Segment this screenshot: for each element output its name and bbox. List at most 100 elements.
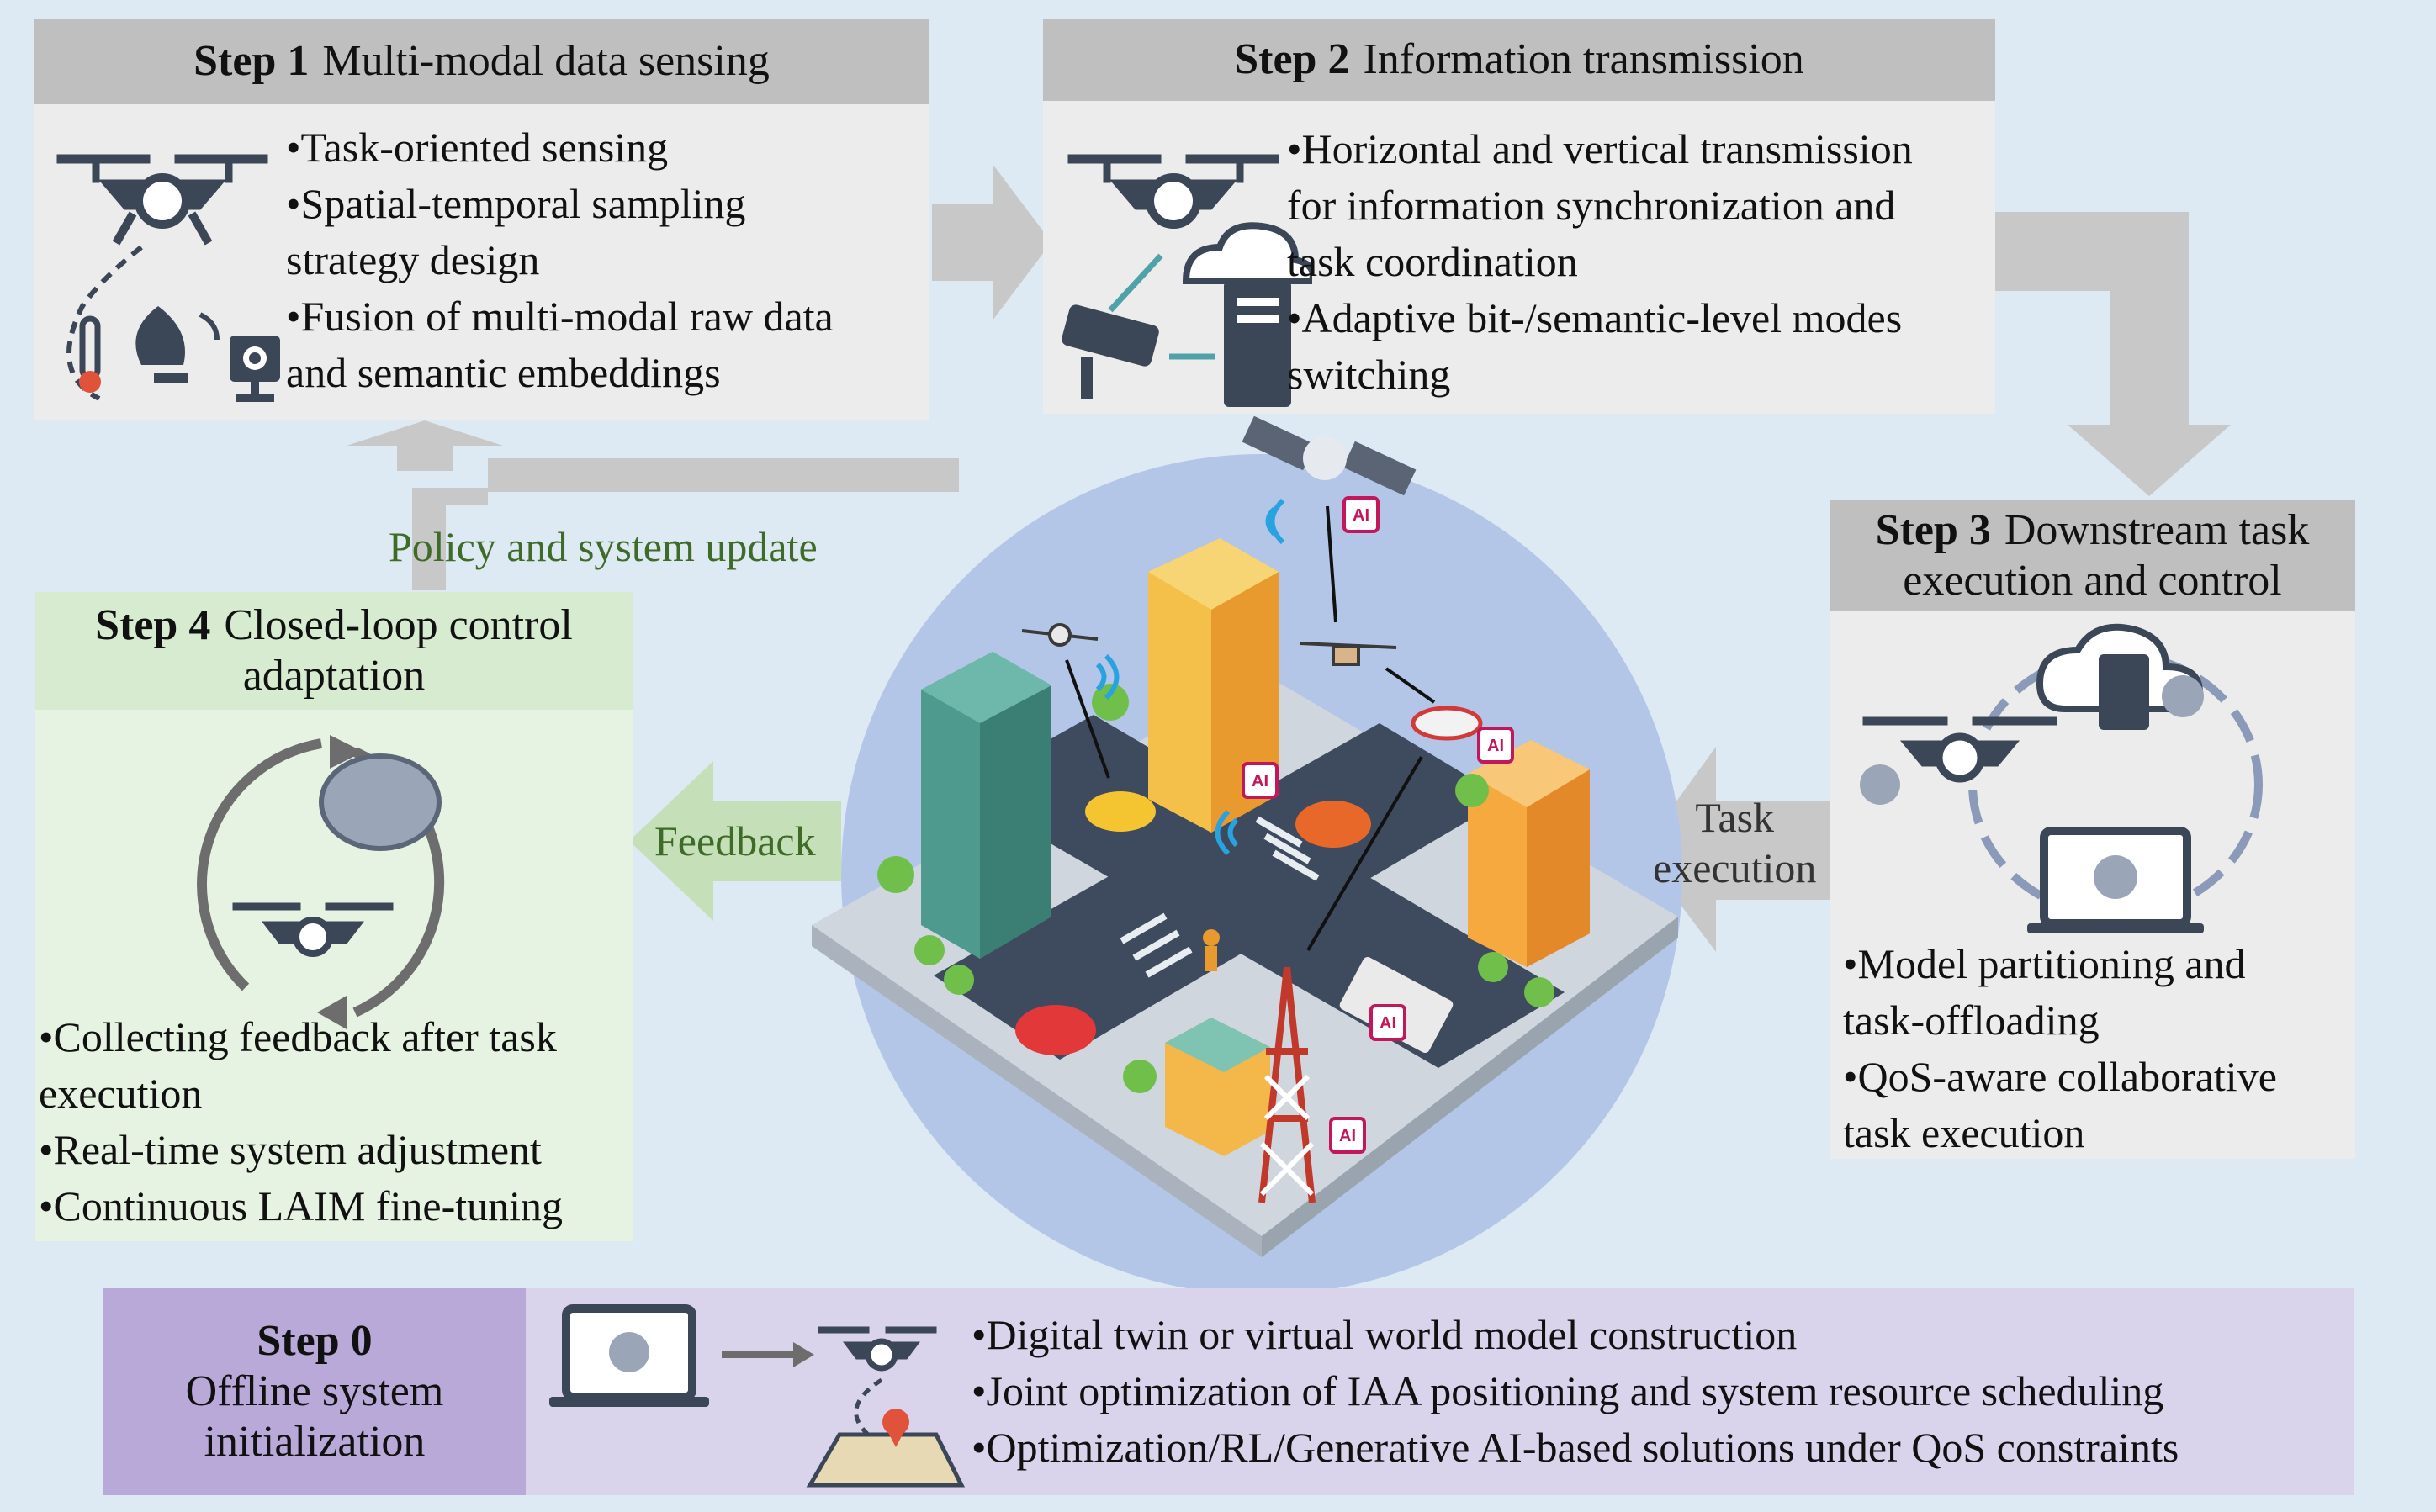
camera-monitor-icon	[230, 336, 280, 402]
cycle-arrow-icon	[197, 738, 322, 991]
step0-bullets: •Digital twin or virtual world model con…	[972, 1307, 2179, 1476]
laptop-brain-icon	[2027, 827, 2204, 933]
arrow-icon	[1108, 253, 1163, 313]
step0-icons	[549, 1304, 966, 1488]
step1-bullet: •Spatial-temporal sampling	[286, 180, 746, 227]
step4-panel: Step 4 Closed-loop control adaptation •Co…	[35, 592, 633, 1241]
crosswalks	[1120, 816, 1320, 978]
cloud-server-brain-icon	[2036, 623, 2204, 730]
step2-bullets: •Horizontal and vertical transmission fo…	[1287, 121, 1913, 403]
step2-title: Information transmission	[1363, 35, 1804, 84]
step3-title-line1: Downstream task	[2004, 506, 2310, 555]
cctv-camera-icon	[1062, 304, 1159, 399]
step2-bullet: for information synchronization and	[1287, 182, 1896, 229]
step3-title-line2: execution and control	[1903, 557, 2282, 605]
task-execution-label: Task execution	[1653, 792, 1816, 893]
step1-number: Step 1	[193, 37, 310, 86]
step3-panel: Step 3 Downstream task execution and cont…	[1830, 500, 2355, 1159]
wifi-signals	[1095, 498, 1285, 856]
arrow-step2-to-step3	[1995, 212, 2231, 496]
step3-bullet: task-offloading	[1843, 997, 2100, 1044]
step4-title-line1: Closed-loop control	[224, 601, 573, 650]
drone-scene-2	[1299, 642, 1397, 666]
step0-bullet: •Optimization/RL/Generative AI-based sol…	[972, 1424, 2179, 1471]
drone-icon	[1067, 154, 1279, 229]
step4-bullet: •Real-time system adjustment	[39, 1126, 542, 1173]
brain-icon	[319, 753, 442, 851]
step1-icons	[56, 154, 280, 402]
step4-number: Step 4	[95, 601, 211, 650]
feedback-label: Feedback	[654, 817, 816, 864]
step4-title-line2: adaptation	[242, 652, 426, 700]
step3-header: Step 3 Downstream task execution and cont…	[1830, 500, 2355, 611]
step1-bullet: •Fusion of multi-modal raw data	[286, 293, 834, 340]
step1-bullet: strategy design	[286, 236, 540, 283]
ai-chip-label: AI	[1339, 1127, 1356, 1145]
policy-update-label: Policy and system update	[389, 523, 818, 570]
step0-title-line1: Offline system	[185, 1367, 444, 1416]
step3-number: Step 3	[1875, 506, 1991, 555]
drone-scene-1	[1021, 623, 1099, 647]
cloud-server-icon	[1182, 222, 1312, 407]
step1-title: Multi-modal data sensing	[322, 37, 770, 86]
step4-icons	[197, 735, 445, 1029]
step0-bullet: •Digital twin or virtual world model con…	[972, 1311, 1798, 1358]
car-red	[1015, 1005, 1096, 1055]
drone-icon	[56, 154, 268, 246]
task-execution-line2: execution	[1653, 844, 1817, 891]
laptop-brain-icon	[549, 1304, 709, 1407]
step2-bullet: switching	[1287, 351, 1451, 398]
step1-bullets: •Task-oriented sensing •Spatial-temporal…	[286, 119, 834, 401]
map-pin-icon	[806, 1409, 966, 1488]
ai-chip-label: AI	[1353, 506, 1369, 525]
helicopter	[1411, 706, 1483, 741]
step2-bullet: task coordination	[1287, 238, 1578, 285]
step2-bullet: •Adaptive bit-/semantic-level modes	[1287, 294, 1903, 341]
arrow-task-execution	[1640, 747, 1832, 952]
step4-bullet: execution	[39, 1070, 203, 1117]
task-execution-line1: Task	[1695, 794, 1775, 841]
arrow-feedback	[629, 761, 841, 921]
step0-panel: Step 0 Offline system initialization	[103, 1288, 2354, 1495]
drone-icon	[818, 1326, 937, 1372]
step2-number: Step 2	[1234, 35, 1350, 84]
step4-header: Step 4 Closed-loop control adaptation	[35, 592, 633, 710]
trees	[877, 684, 1554, 1093]
step0-header: Step 0 Offline system initialization	[103, 1288, 526, 1495]
step0-bullet: •Joint optimization of IAA positioning a…	[972, 1367, 2164, 1414]
step3-bullet: task execution	[1843, 1109, 2085, 1156]
arrow-policy-update	[412, 458, 959, 590]
thermometer-icon	[79, 315, 101, 393]
car-yellow	[1085, 791, 1156, 832]
drone-brain-icon	[1860, 716, 2057, 805]
step2-header: Step 2 Information transmission	[1043, 19, 1995, 101]
link-arrows	[1065, 505, 1436, 952]
pedestrian	[1203, 929, 1220, 946]
car-orange	[1295, 801, 1371, 848]
step4-bullet: •Continuous LAIM fine-tuning	[39, 1182, 564, 1229]
step0-number: Step 0	[257, 1317, 373, 1366]
ai-chip-label: AI	[1380, 1014, 1396, 1033]
smart-city-illustration: AI AI AI AI AI	[812, 415, 1682, 1295]
step0-title-line2: initialization	[204, 1417, 426, 1466]
ai-chips	[1242, 496, 1514, 1154]
step4-bullet: •Collecting feedback after task	[39, 1013, 557, 1060]
dashed-path-icon	[66, 245, 143, 401]
step4-bullets: •Collecting feedback after task executio…	[39, 1009, 563, 1234]
step2-bullet: •Horizontal and vertical transmission	[1287, 125, 1913, 172]
step1-bullet: and semantic embeddings	[286, 349, 721, 396]
drone-icon	[232, 902, 394, 957]
step3-bullet: •Model partitioning and	[1843, 940, 2246, 987]
satellite-dish-icon	[135, 306, 220, 383]
satellite	[1242, 415, 1417, 496]
ai-chip-label: AI	[1487, 737, 1504, 755]
step3-bullets: •Model partitioning and task-offloading …	[1843, 936, 2277, 1161]
ai-chip-label: AI	[1252, 772, 1268, 790]
step3-icons	[1860, 623, 2263, 933]
arrow-step1-to-step2	[932, 164, 1051, 320]
